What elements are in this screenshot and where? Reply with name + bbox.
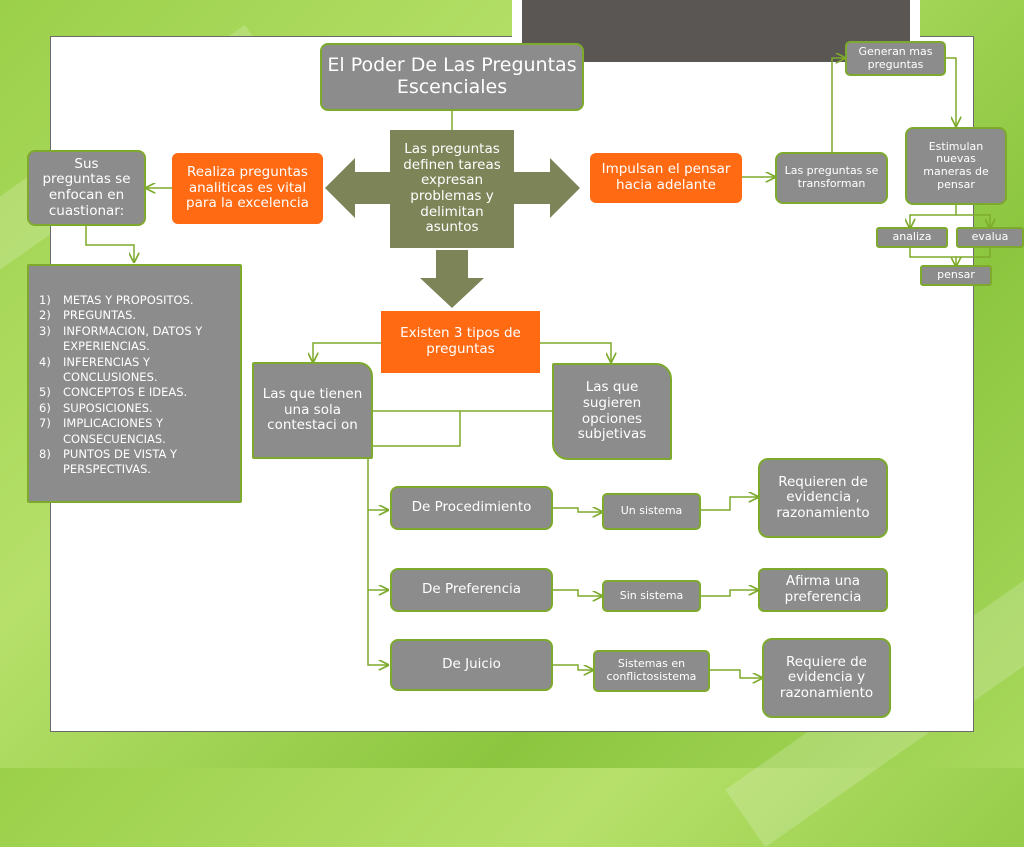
- one-system-box: Un sistema: [602, 493, 701, 530]
- focus-list-number: 2): [39, 308, 51, 323]
- connector: [85, 226, 134, 262]
- focus-list-text: PUNTOS DE VISTA Y PERSPECTIVAS.: [63, 447, 178, 477]
- affirm-preference-box: Afirma una preferencia: [758, 568, 888, 612]
- connector: [946, 57, 956, 126]
- connector: [367, 458, 388, 665]
- subjective-box: Las que sugieren opciones subjetivas: [552, 363, 672, 460]
- analytic-questions-text: Realiza preguntas analiticas es vital pa…: [186, 164, 309, 212]
- no-system-box: Sin sistema: [602, 580, 701, 612]
- connector: [701, 590, 758, 597]
- transform-text: Las preguntas se transforman: [784, 164, 879, 190]
- procedure-text: De Procedimiento: [411, 499, 532, 516]
- pensar-box: pensar: [920, 265, 992, 286]
- transform-box: Las preguntas se transforman: [775, 152, 888, 204]
- focus-list-number: 3): [39, 323, 51, 338]
- evidence-and-reasoning-box: Requiere de evidencia y razonamiento: [762, 638, 891, 718]
- center-box: Las preguntas definen tareas expresan pr…: [390, 130, 514, 248]
- affirm-preference-text: Afirma una preferencia: [784, 573, 862, 605]
- focus-list-number: 5): [39, 385, 51, 400]
- focus-list-number: 1): [39, 293, 51, 307]
- analiza-text: analiza: [892, 230, 932, 244]
- connector: [910, 205, 957, 228]
- focus-list-number: 6): [39, 400, 51, 415]
- single-answer-box: Las que tienen una sola contestaci on: [252, 362, 373, 459]
- connector: [831, 58, 845, 152]
- subjective-text: Las que sugieren opciones subjetivas: [577, 379, 647, 443]
- title-box: El Poder De Las Preguntas Escenciales: [320, 43, 584, 111]
- judgment-text: De Juicio: [442, 656, 501, 673]
- focus-list-text: IMPLICACIONES Y CONSECUENCIAS.: [63, 416, 166, 446]
- connector: [553, 508, 602, 512]
- focus-list-text: METAS Y PROPOSITOS.: [63, 293, 194, 307]
- evalua-text: evalua: [971, 230, 1009, 244]
- one-system-text: Un sistema: [620, 504, 683, 518]
- judgment-box: De Juicio: [390, 639, 553, 691]
- generate-text: Generan mas preguntas: [858, 44, 933, 71]
- evalua-box: evalua: [956, 227, 1024, 248]
- connector: [540, 342, 611, 362]
- conflict-system-box: Sistemas en conflictosistema: [593, 650, 710, 692]
- focus-text: Sus preguntas se enfocan en cuastionar:: [42, 155, 131, 219]
- stimulate-box: Estimulan nuevas maneras de pensar: [905, 127, 1007, 205]
- title-text: El Poder De Las Preguntas Escenciales: [327, 54, 577, 98]
- olive-left-arrow: [325, 158, 390, 218]
- connector-lines: [85, 0, 1024, 768]
- evidence-and-reasoning-text: Requiere de evidencia y razonamiento: [779, 653, 874, 701]
- procedure-box: De Procedimiento: [390, 486, 553, 530]
- olive-right-arrow: [514, 158, 580, 218]
- focus-list-item: 7) IMPLICACIONES Y CONSECUENCIAS.: [39, 416, 234, 447]
- focus-list-item: 3) INFORMACION, DATOS Y EXPERIENCIAS.: [39, 324, 234, 355]
- drive-thinking-text: Impulsan el pensar hacia adelante: [601, 161, 731, 193]
- connector: [553, 589, 602, 596]
- focus-list-item: 1) METAS Y PROPOSITOS.: [39, 293, 234, 308]
- evidence-reasoning-box: Requieren de evidencia , razonamiento: [758, 458, 888, 538]
- focus-list: 1) METAS Y PROPOSITOS. 2) PREGUNTAS. 3) INFOR…: [39, 293, 234, 478]
- focus-list-item: 5) CONCEPTOS E IDEAS.: [39, 385, 234, 400]
- connector: [909, 247, 956, 266]
- types-header-box: Existen 3 tipos de preguntas: [381, 311, 540, 373]
- connector: [373, 411, 461, 447]
- connector: [701, 497, 758, 511]
- single-answer-text: Las que tienen una sola contestaci on: [262, 386, 363, 434]
- connector: [553, 664, 593, 670]
- focus-list-number: 4): [39, 354, 51, 369]
- focus-list-text: SUPOSICIONES.: [63, 400, 153, 415]
- center-text: Las preguntas definen tareas expresan pr…: [403, 141, 501, 236]
- focus-list-box: 1) METAS Y PROPOSITOS. 2) PREGUNTAS. 3) INFOR…: [27, 264, 242, 503]
- focus-list-number: 7): [39, 416, 51, 431]
- focus-list-text: INFERENCIAS Y CONCLUSIONES.: [63, 354, 158, 385]
- olive-down-arrow: [420, 250, 484, 308]
- generate-box: Generan mas preguntas: [845, 41, 946, 76]
- focus-list-item: 4) INFERENCIAS Y CONCLUSIONES.: [39, 355, 234, 386]
- connector: [313, 342, 384, 362]
- analytic-questions-box: Realiza preguntas analiticas es vital pa…: [172, 153, 323, 224]
- pensar-text: pensar: [937, 268, 975, 282]
- analiza-box: analiza: [876, 227, 948, 248]
- connector: [710, 669, 762, 678]
- drive-thinking-box: Impulsan el pensar hacia adelante: [590, 153, 742, 203]
- connector: [956, 214, 990, 228]
- stimulate-text: Estimulan nuevas maneras de pensar: [923, 139, 989, 191]
- focus-list-item: 6) SUPOSICIONES.: [39, 401, 234, 416]
- preference-box: De Preferencia: [390, 568, 553, 612]
- focus-list-text: CONCEPTOS E IDEAS.: [63, 385, 188, 400]
- focus-list-number: 8): [39, 447, 51, 462]
- evidence-reasoning-text: Requieren de evidencia , razonamiento: [776, 473, 870, 521]
- no-system-text: Sin sistema: [619, 588, 684, 602]
- preference-text: De Preferencia: [421, 581, 522, 598]
- focus-list-text: INFORMACION, DATOS Y EXPERIENCIAS.: [63, 323, 203, 354]
- connector: [956, 247, 991, 258]
- types-header-text: Existen 3 tipos de preguntas: [400, 325, 521, 357]
- focus-list-item: 8) PUNTOS DE VISTA Y PERSPECTIVAS.: [39, 447, 234, 478]
- focus-box: Sus preguntas se enfocan en cuastionar:: [27, 150, 146, 226]
- focus-list-item: 2) PREGUNTAS.: [39, 308, 234, 323]
- focus-list-text: PREGUNTAS.: [63, 308, 137, 323]
- conflict-system-text: Sistemas en conflictosistema: [606, 657, 697, 683]
